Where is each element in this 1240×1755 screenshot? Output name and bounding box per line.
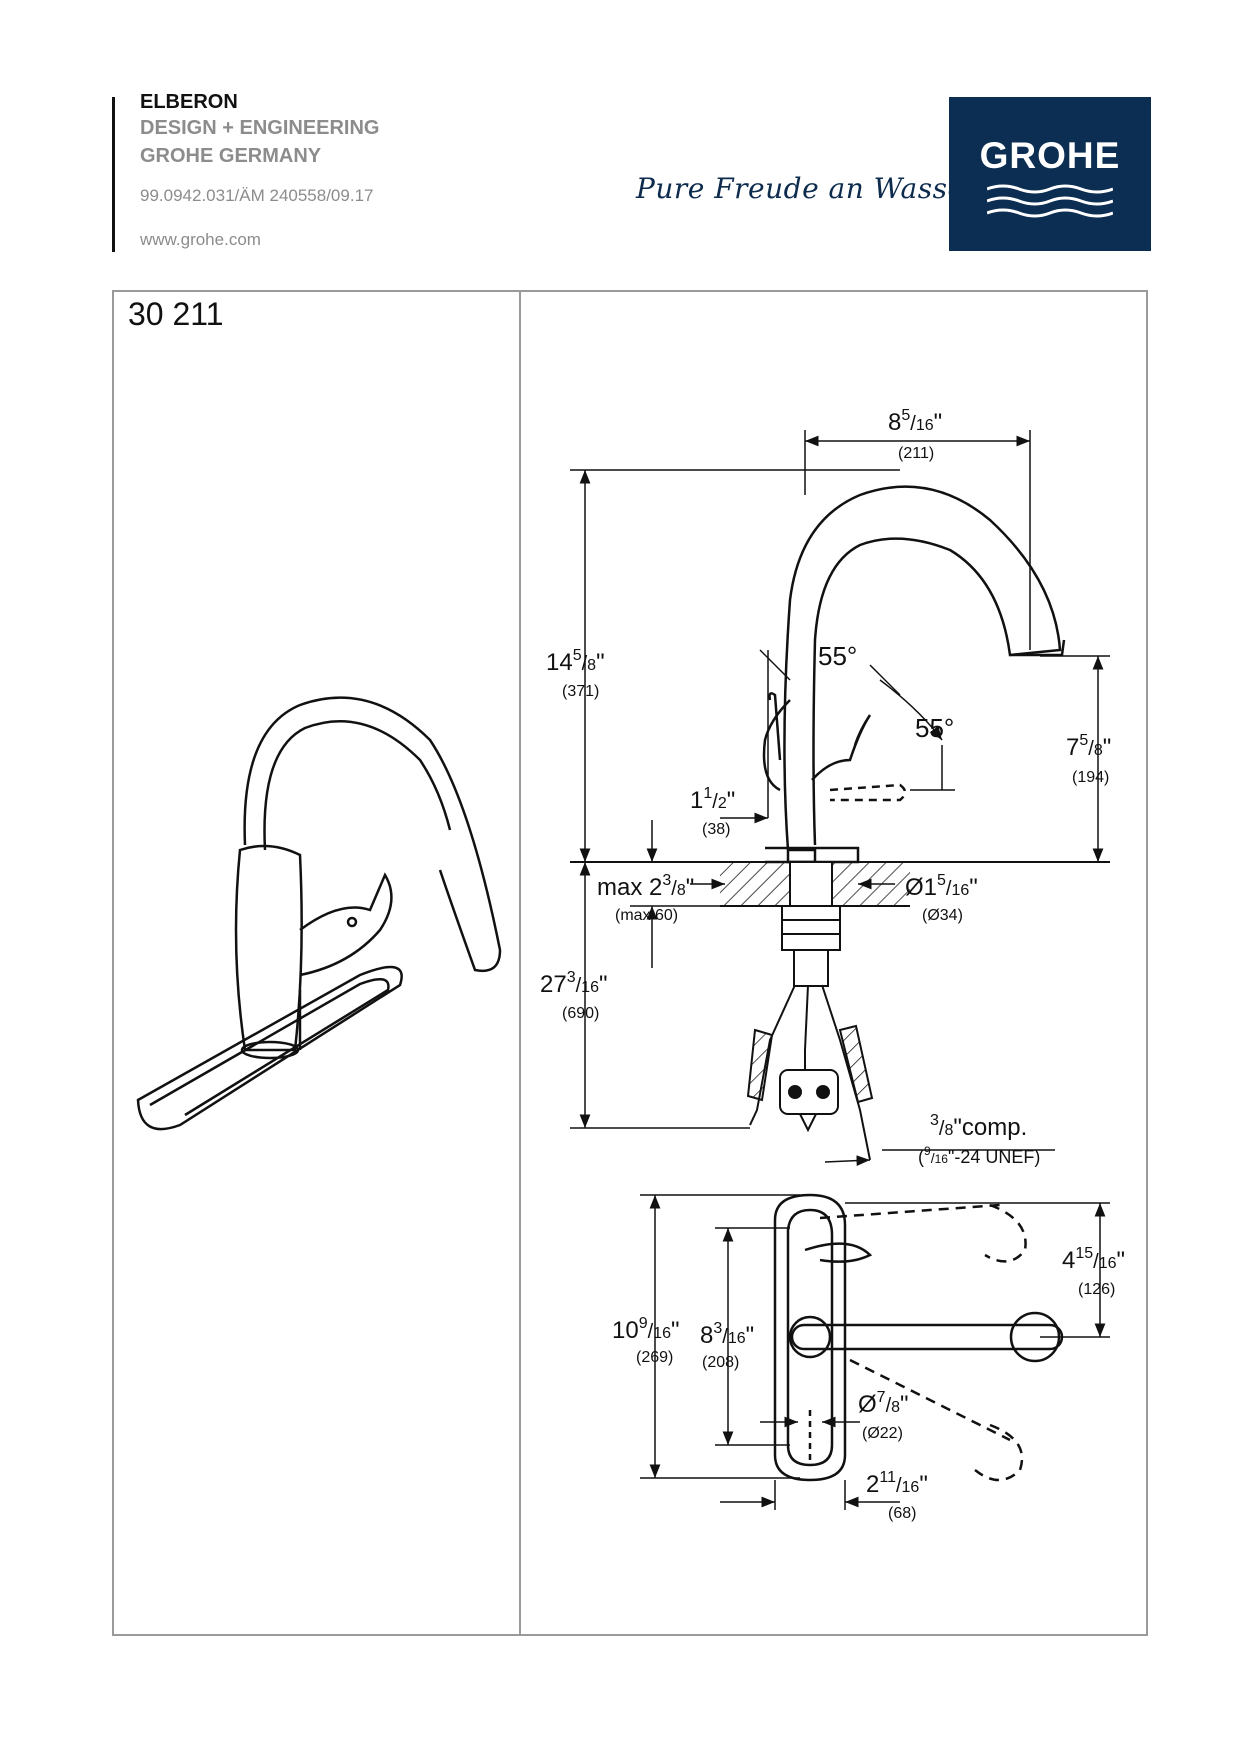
- dim-connection: 3/8"comp.: [930, 1112, 1027, 1141]
- dimension-lines-side: [570, 430, 1110, 1166]
- supply-hoses: [746, 984, 874, 1161]
- frame-divider: [519, 290, 521, 1636]
- dim-width-top-mm: (211): [898, 445, 934, 462]
- dim-deck-thickness: max 23/8": [597, 872, 694, 901]
- dim-below-deck-mm: (690): [562, 1005, 599, 1022]
- brand-slogan: Pure Freude an Wasser: [636, 172, 979, 205]
- dim-below-deck: 273/16": [540, 969, 608, 998]
- dim-handle-offset: 11/2": [690, 785, 735, 814]
- dim-hole-diameter-mm: (Ø34): [922, 907, 963, 924]
- document-code: 99.0942.031/ÄM 240558/09.17: [140, 186, 374, 205]
- dim-plate-length: 109/16": [612, 1315, 680, 1344]
- dim-plate-length-mm: (269): [636, 1349, 673, 1366]
- dim-spout-height: 75/8": [1066, 732, 1111, 761]
- header-text-block: ELBERON DESIGN + ENGINEERING GROHE GERMA…: [140, 90, 380, 250]
- dim-deck-thickness-mm: (max 60): [615, 907, 678, 924]
- dim-plate-width: 211/16": [866, 1469, 928, 1498]
- faucet-top-view: [773, 1193, 1064, 1482]
- dim-handle-offset-mm: (38): [702, 821, 730, 838]
- header-rule: [112, 97, 115, 252]
- model-name: ELBERON: [140, 91, 238, 113]
- dimension-labels: 85/16" (211) 145/8" (371) 55° 55° 75/8" …: [540, 407, 1125, 1522]
- faucet-side-view: [762, 485, 1066, 864]
- product-number: 30 211: [128, 296, 224, 332]
- logo-waves-icon: [987, 184, 1113, 218]
- dim-height-total-mm: (371): [562, 683, 599, 700]
- logo-wordmark: GROHE: [979, 135, 1121, 176]
- grohe-logo: GROHE: [949, 97, 1151, 251]
- website-url: www.grohe.com: [140, 230, 261, 249]
- dim-spout-height-mm: (194): [1072, 769, 1109, 786]
- dim-width-top: 85/16": [888, 407, 942, 436]
- dim-plate-inner: 83/16": [700, 1320, 754, 1349]
- dim-hole-diameter: Ø15/16": [905, 872, 978, 901]
- deck-section: [570, 861, 1110, 987]
- dim-handle-reach: 415/16": [1062, 1245, 1125, 1274]
- dim-handle-reach-mm: (126): [1078, 1281, 1115, 1298]
- faucet-perspective-view: [136, 696, 502, 1131]
- dim-plate-width-mm: (68): [888, 1505, 916, 1522]
- header-line-company: GROHE GERMANY: [140, 145, 322, 167]
- dim-bolt-diameter-mm: (Ø22): [862, 1425, 903, 1442]
- dim-height-total: 145/8": [546, 647, 605, 676]
- dimension-lines-top: [640, 1194, 1110, 1510]
- dim-connection-thread: (9/16"-24 UNEF): [918, 1144, 1040, 1167]
- dim-bolt-diameter: Ø7/8": [858, 1389, 909, 1418]
- drawing-frame: [112, 290, 1148, 1636]
- dim-angle-right: 55°: [915, 713, 954, 743]
- dim-angle-left: 55°: [818, 641, 857, 671]
- header-line-design: DESIGN + ENGINEERING: [140, 117, 380, 139]
- dim-plate-inner-mm: (208): [702, 1354, 739, 1371]
